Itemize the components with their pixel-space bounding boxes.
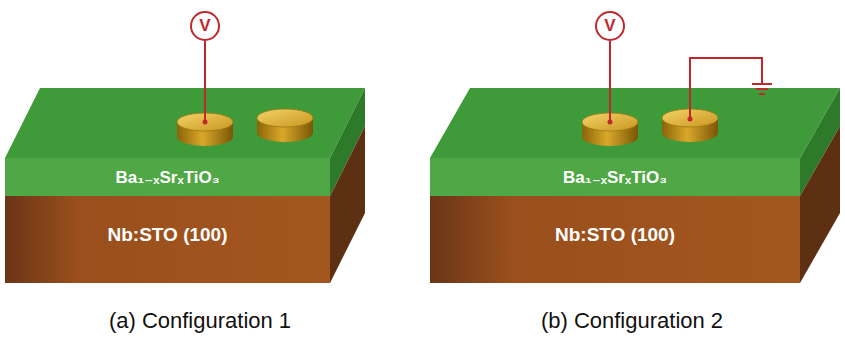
film-layer: Ba₁₋ₓSrₓTiO₃ bbox=[430, 158, 800, 196]
layer-label: Ba₁₋ₓSrₓTiO₃ bbox=[563, 167, 667, 188]
film-layer: Ba₁₋ₓSrₓTiO₃ bbox=[5, 158, 330, 196]
wire bbox=[609, 41, 611, 122]
film-top-face bbox=[430, 88, 840, 158]
gold-electrode bbox=[257, 109, 313, 142]
substrate-layer: Nb:STO (100) bbox=[430, 196, 800, 283]
voltage-symbol: V bbox=[199, 16, 210, 36]
gold-electrodes bbox=[177, 109, 718, 146]
film-top-face bbox=[5, 88, 365, 158]
ground-symbol bbox=[752, 84, 772, 94]
substrate-side-face bbox=[800, 126, 840, 283]
electrode-top bbox=[257, 109, 313, 127]
substrate-side-face bbox=[330, 126, 365, 283]
wire bbox=[204, 41, 206, 122]
contact-dot bbox=[203, 120, 208, 125]
wires bbox=[46, 41, 762, 272]
voltage-symbol: V bbox=[604, 16, 615, 36]
layer-label: Nb:STO (100) bbox=[107, 224, 227, 246]
layer-label: Ba₁₋ₓSrₓTiO₃ bbox=[115, 167, 219, 188]
figure-caption: (a) Configuration 1 bbox=[109, 308, 291, 334]
substrate-layer: Nb:STO (100) bbox=[5, 196, 330, 283]
wire bbox=[690, 58, 762, 119]
figure-caption: (b) Configuration 2 bbox=[541, 308, 723, 334]
voltage-source: V bbox=[190, 11, 220, 41]
sample-slab bbox=[430, 88, 840, 283]
sample-slab bbox=[5, 88, 365, 283]
contact-dot bbox=[608, 120, 613, 125]
voltage-source: V bbox=[595, 11, 625, 41]
layer-label: Nb:STO (100) bbox=[555, 224, 675, 246]
contact-dot bbox=[688, 117, 693, 122]
